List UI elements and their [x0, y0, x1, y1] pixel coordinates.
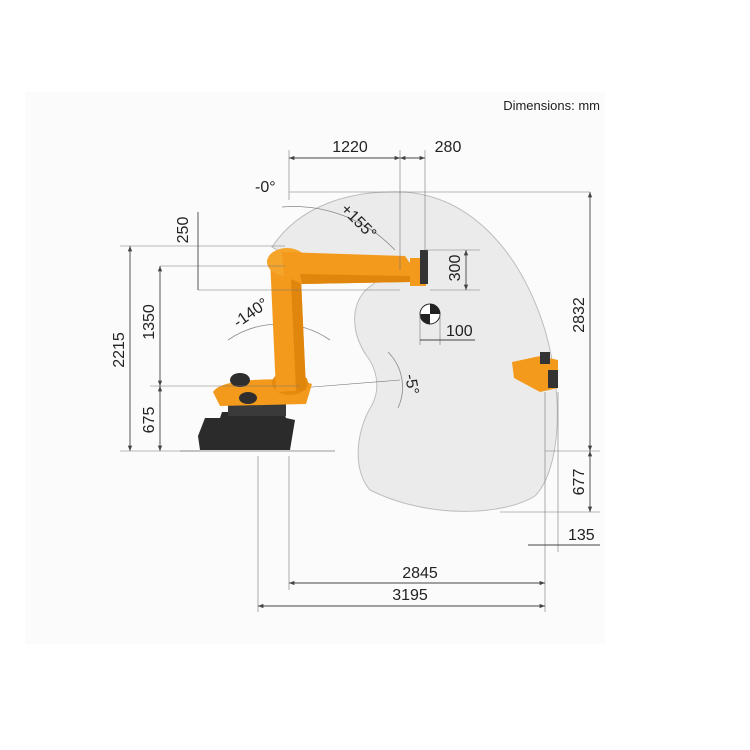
dim-max-height: 2832 — [571, 297, 588, 333]
units-label: Dimensions: mm — [503, 98, 600, 113]
dim-base-height: 675 — [141, 407, 158, 434]
tcp-marker — [419, 303, 441, 325]
dim-total-reach: 3195 — [392, 587, 428, 604]
arc-a3 — [387, 351, 403, 409]
dim-flange-vertical: 300 — [447, 255, 464, 282]
robot-upper-arm-shade — [300, 274, 410, 284]
dim-tcp-offset: 100 — [446, 323, 473, 340]
robot-base — [198, 412, 295, 450]
robot-extended-wrist — [512, 352, 558, 392]
dim-arm-length: 1220 — [332, 139, 368, 156]
dim-wrist-offset: 280 — [435, 139, 462, 156]
robot-flange — [420, 250, 428, 284]
robot-base-flange — [228, 404, 286, 416]
ref-line-a3 — [299, 379, 401, 389]
dim-reach: 2845 — [402, 565, 438, 582]
dim-arm-offset: 250 — [175, 217, 192, 244]
robot-motor — [230, 373, 250, 387]
angle-a3-lower: -5° — [401, 373, 421, 396]
dim-total-height: 2215 — [111, 332, 128, 368]
angle-a1-upper: -0° — [255, 179, 276, 196]
dim-flange-extra: 135 — [568, 527, 595, 544]
dim-shoulder-height: 1350 — [141, 304, 158, 340]
dim-below-base: 677 — [571, 469, 588, 496]
robot-motor-2 — [239, 392, 257, 404]
arc-a2-upper — [281, 206, 396, 251]
